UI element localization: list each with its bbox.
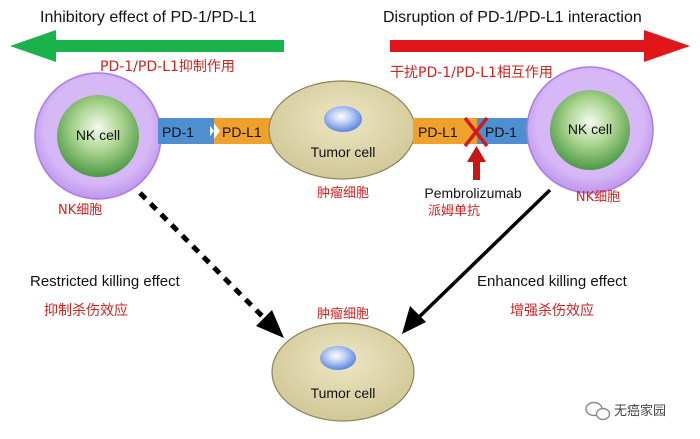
restricted-effect-label: Restricted killing effect <box>30 273 181 290</box>
wechat-icon <box>585 401 611 421</box>
inhibitory-title: Inhibitory effect of PD-1/PD-L1 <box>40 9 257 26</box>
tumor-cell-bottom: Tumor cell <box>271 322 415 422</box>
nk-cell-right: NK cell <box>526 66 654 194</box>
tumor-cell-bottom-label: Tumor cell <box>311 385 376 401</box>
nk-cell-left: NK cell <box>34 72 162 200</box>
right-receptor-pair <box>413 118 533 144</box>
tumor-cell-top-caption: 肿瘤细胞 <box>317 185 369 201</box>
disruption-subtitle: 干扰PD-1/PD-L1相互作用 <box>390 65 553 81</box>
nk-cell-right-caption: NK细胞 <box>576 190 620 205</box>
inhibitory-subtitle: PD-1/PD-L1抑制作用 <box>100 59 235 75</box>
left-receptor-pair <box>158 118 277 144</box>
disruption-arrow <box>390 30 690 62</box>
restricted-killing-arrow <box>138 191 284 338</box>
tumor-nucleus-icon <box>320 346 356 370</box>
nk-cell-right-label: NK cell <box>568 121 612 137</box>
left-pdl1-label: PD-L1 <box>222 124 262 140</box>
right-pdl1-label: PD-L1 <box>418 124 458 140</box>
drug-up-arrow <box>467 146 486 180</box>
right-pd1-label: PD-1 <box>485 124 517 140</box>
enhanced-effect-label: Enhanced killing effect <box>477 273 628 290</box>
block-x-icon <box>463 116 489 148</box>
nk-cell-left-label: NK cell <box>76 127 120 143</box>
left-pd1-label: PD-1 <box>162 124 194 140</box>
tumor-cell-bottom-caption: 肿瘤细胞 <box>317 306 369 322</box>
tumor-cell-top: Tumor cell <box>268 80 416 180</box>
inhibitory-arrow <box>10 30 284 62</box>
nk-cell-left-caption: NK细胞 <box>58 203 102 218</box>
enhanced-killing-arrow <box>402 188 552 334</box>
disruption-title: Disruption of PD-1/PD-L1 interaction <box>383 9 642 26</box>
tumor-nucleus-icon <box>324 106 362 132</box>
drug-name: Pembrolizumab <box>424 185 521 201</box>
restricted-effect-label-cn: 抑制杀伤效应 <box>44 302 128 319</box>
enhanced-effect-label-cn: 增强杀伤效应 <box>510 302 594 319</box>
watermark-text: 无癌家园 <box>614 403 666 419</box>
tumor-cell-top-label: Tumor cell <box>311 144 376 160</box>
drug-name-cn: 派姆单抗 <box>428 204 480 219</box>
